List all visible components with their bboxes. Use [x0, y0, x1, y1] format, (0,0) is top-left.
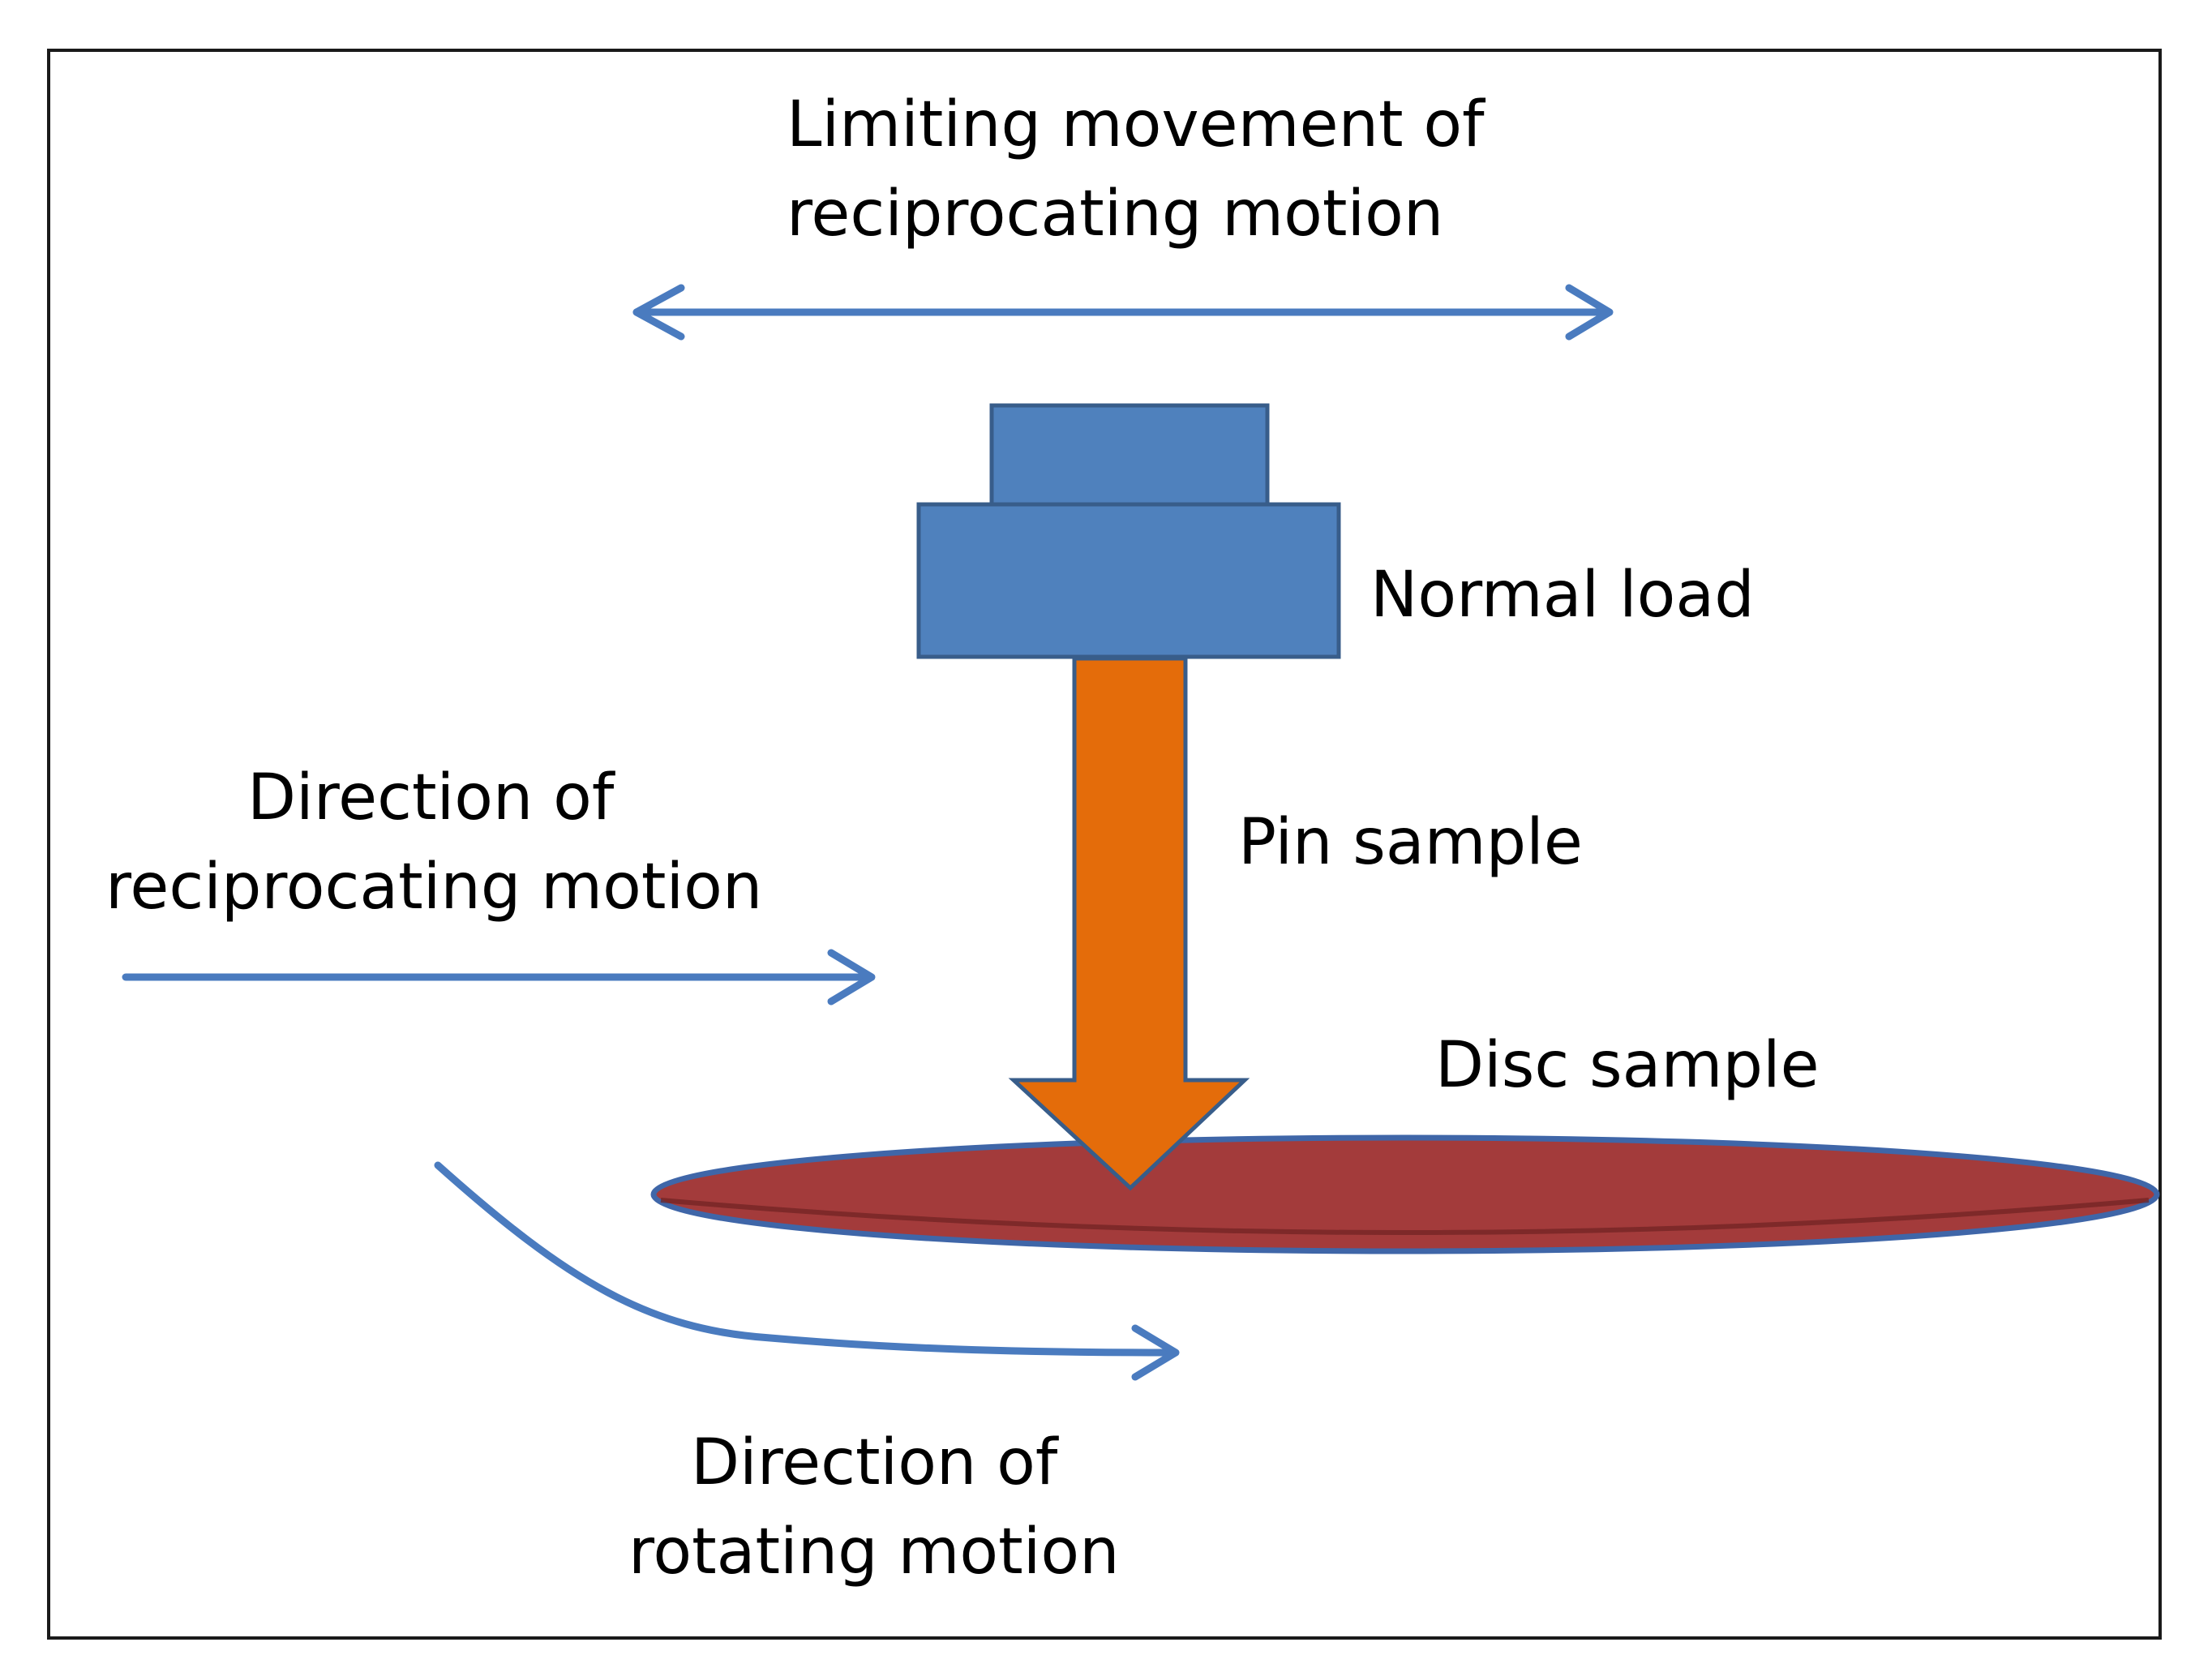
normal-load-label: Normal load [1370, 559, 1755, 632]
direction-rotating-label-line1: Direction of [691, 1426, 1059, 1499]
right-arrow-icon [122, 949, 876, 1006]
direction-rotating-label-line2: rotating motion [628, 1516, 1120, 1589]
pin-sample-arrow [1008, 656, 1250, 1191]
direction-reciprocating-label-line2: reciprocating motion [105, 851, 762, 924]
limiting-movement-label-line1: Limiting movement of [787, 88, 1485, 161]
disc-sample-shadow [660, 1198, 2150, 1235]
disc-sample-label: Disc sample [1435, 1029, 1820, 1102]
curved-right-arrow-icon [434, 1161, 1180, 1381]
normal-load-top-block [989, 403, 1270, 507]
limiting-movement-label-line2: reciprocating motion [787, 178, 1443, 251]
double-headed-arrow-icon [632, 284, 1614, 341]
normal-load-bottom-block [916, 502, 1341, 659]
direction-reciprocating-label-line1: Direction of [247, 761, 615, 834]
pin-sample-label: Pin sample [1238, 806, 1583, 879]
diagram-frame [47, 49, 2162, 1640]
